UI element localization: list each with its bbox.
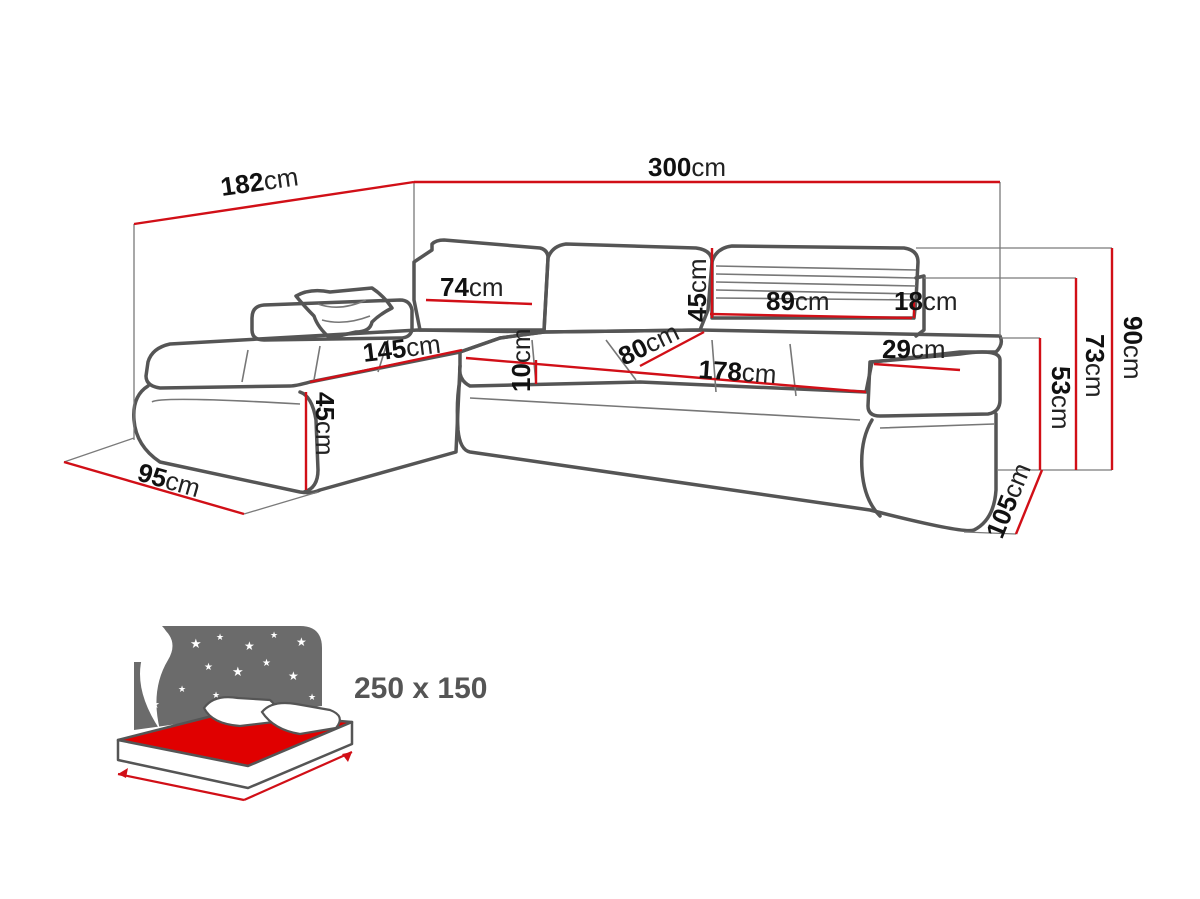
svg-text:★: ★ [190,637,202,652]
label-depth-main: 105cm [980,459,1037,543]
svg-text:★: ★ [308,693,316,703]
svg-text:★: ★ [288,669,299,683]
svg-text:★: ★ [178,685,186,695]
pillow-icon [202,696,341,736]
svg-text:★: ★ [150,698,160,711]
label-backrest-height: 45cm [682,258,712,322]
sofa-outline [132,238,1004,533]
svg-text:★: ★ [296,635,307,649]
label-seat-depth: 80cm [613,317,683,372]
label-backrest-left-width: 74cm [440,272,504,302]
dimension-lines [63,180,1114,535]
label-backrest-right-width: 89cm [766,286,830,316]
svg-text:★: ★ [204,662,213,673]
star-icon: ★ ★ ★ ★ ★ ★ ★ ★ ★ ★ ★ ★ ★ [150,631,316,711]
label-cushion-thickness: 10cm [506,328,536,392]
svg-text:★: ★ [216,633,224,643]
label-height-arm: 53cm [1046,366,1076,430]
label-seat-length-main: 178cm [698,354,778,389]
svg-text:★: ★ [232,665,244,680]
label-seat-length-chaise: 145cm [361,329,442,368]
svg-text:★: ★ [244,639,255,653]
label-seat-height: 45cm [310,392,340,456]
label-depth-chaise: 95cm [134,457,203,503]
sofa-bed-icon: ★ ★ ★ ★ ★ ★ ★ ★ ★ ★ ★ ★ ★ [116,626,354,802]
label-chaise-length: 182cm [219,161,300,202]
label-armrest-width: 29cm [882,334,946,364]
extension-lines [63,182,1112,535]
svg-text:★: ★ [212,691,220,701]
label-headrest-height: 18cm [894,286,958,316]
label-total-width: 300cm [648,152,726,182]
label-height-back: 73cm [1080,334,1110,398]
svg-text:★: ★ [270,631,278,641]
label-height-total: 90cm [1118,316,1148,380]
sleeping-area-label: 250 x 150 [354,672,487,705]
svg-text:★: ★ [262,658,271,669]
